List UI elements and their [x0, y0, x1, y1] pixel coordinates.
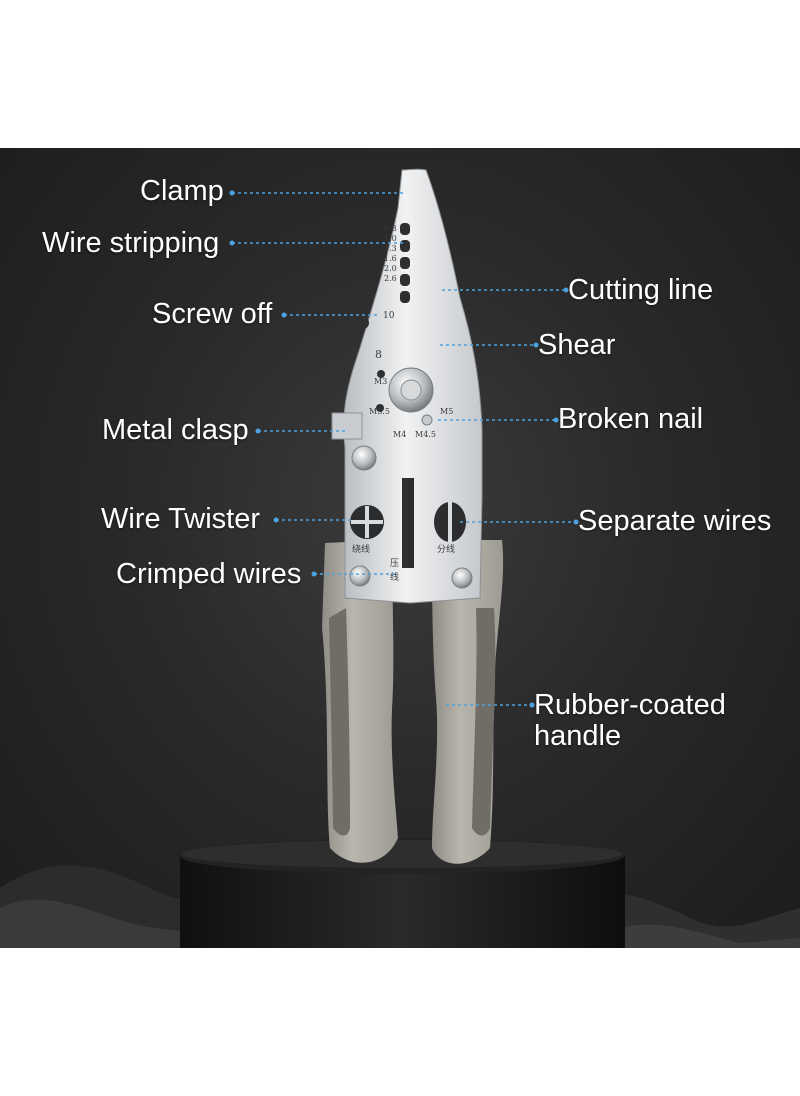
screw-mark: 8: [375, 348, 382, 361]
screw-mark: M4: [393, 430, 406, 439]
label-screw-off: Screw off: [152, 298, 273, 330]
screw-mark: 10: [383, 311, 395, 321]
crimp-mark: 压: [390, 558, 399, 569]
label-rubber-handle: Rubber-coated: [534, 689, 726, 721]
gauge-mark: 0.8: [384, 224, 397, 233]
screw-mark: M3: [374, 377, 387, 386]
label-separate-wires: Separate wires: [578, 505, 772, 537]
crimp-mark: 线: [390, 571, 399, 583]
split-mark: 分线: [437, 543, 455, 555]
label-metal-clasp: Metal clasp: [102, 414, 249, 446]
label-wire-stripping: Wire stripping: [42, 227, 220, 259]
gauge-mark: 1.6: [384, 254, 397, 263]
label-crimped-wires: Crimped wires: [116, 558, 302, 590]
pliers-illustration: 0.8 1.0 1.3 1.6 2.0 2.6 10 8 M3 M3.5 M4 …: [0, 168, 800, 948]
label-clamp: Clamp: [140, 175, 224, 207]
screw-mark: M3.5: [369, 407, 390, 416]
rubber-handles: [322, 540, 504, 864]
gauge-mark: 1.3: [384, 244, 397, 253]
product-photo: 0.8 1.0 1.3 1.6 2.0 2.6 10 8 M3 M3.5 M4 …: [0, 148, 800, 948]
callout-lines: [229, 190, 579, 708]
gauge-mark: 1.0: [384, 234, 397, 243]
gauge-mark: 2.6: [384, 274, 397, 283]
tool-markings: 0.8 1.0 1.3 1.6 2.0 2.6 10 8 M3 M3.5 M4 …: [352, 224, 455, 583]
label-cutting-line: Cutting line: [568, 274, 714, 306]
steel-head: [331, 168, 483, 604]
label-shear: Shear: [538, 329, 616, 361]
label-broken-nail: Broken nail: [558, 403, 704, 435]
label-rubber-handle-line2: handle: [534, 720, 622, 752]
label-wire-twister: Wire Twister: [101, 503, 260, 535]
screw-mark: M5: [440, 407, 453, 416]
podium: [180, 838, 625, 948]
gauge-mark: 2.0: [384, 264, 397, 273]
screw-mark: M4.5: [415, 430, 436, 439]
twist-mark: 绕线: [352, 543, 370, 555]
